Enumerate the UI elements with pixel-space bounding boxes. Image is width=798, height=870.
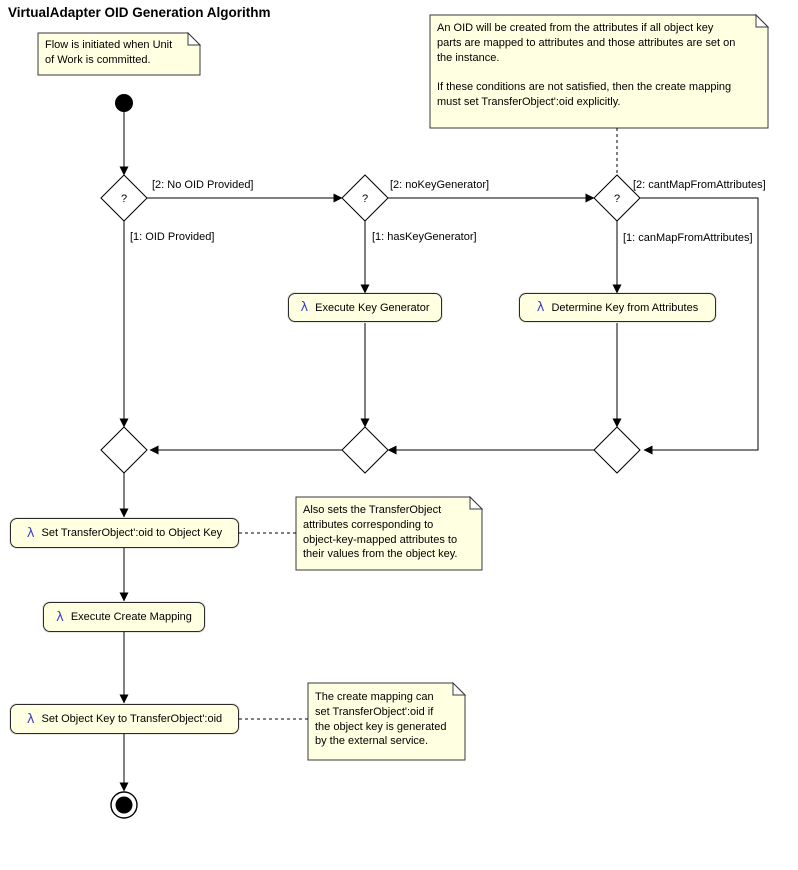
lambda-icon: λ [26, 711, 35, 727]
action-execute-create-mapping: λ Execute Create Mapping [43, 602, 205, 632]
lambda-icon: λ [300, 300, 309, 315]
page-title: VirtualAdapter OID Generation Algorithm [8, 5, 271, 20]
note-oid-creation-shape [429, 13, 770, 129]
action-execute-key-generator: λ Execute Key Generator [288, 293, 442, 322]
action-label: Execute Create Mapping [70, 611, 192, 623]
decision-question-mark: ? [362, 193, 368, 205]
guard-cant-map-from-attributes: [2: cantMapFromAttributes] [633, 179, 766, 191]
action-determine-key-from-attributes: λ Determine Key from Attributes [519, 293, 716, 322]
note-flow-shape [37, 31, 202, 76]
merge-node-3 [593, 426, 641, 474]
guard-no-oid-provided: [2: No OID Provided] [152, 179, 254, 191]
decision-map-from-attributes: ? [593, 174, 641, 222]
decision-question-mark: ? [614, 193, 620, 205]
action-label: Set Object Key to TransferObject':oid [41, 713, 223, 725]
note-flow-text: Flow is initiated when Unit of Work is c… [45, 39, 173, 66]
note-also-sets-shape [295, 495, 484, 571]
action-set-object-key-to-oid: λ Set Object Key to TransferObject':oid [10, 704, 239, 734]
action-label: Set TransferObject':oid to Object Key [41, 527, 223, 539]
merge-node-2 [341, 426, 389, 474]
note-create-mapping-shape [307, 681, 467, 761]
action-label: Determine Key from Attributes [551, 301, 699, 314]
decision-oid-provided: ? [100, 174, 148, 222]
merge-node-1 [100, 426, 148, 474]
final-node [110, 791, 138, 819]
note-oid-creation-text: An OID will be created from the attribut… [437, 22, 736, 108]
lambda-icon: λ [26, 525, 35, 541]
guard-oid-provided: [1: OID Provided] [130, 231, 215, 243]
action-set-oid-to-object-key: λ Set TransferObject':oid to Object Key [10, 518, 239, 548]
initial-node [115, 94, 133, 112]
guard-no-key-generator: [2: noKeyGenerator] [390, 179, 490, 191]
note-also-sets-text: Also sets the TransferObject attributes … [303, 504, 458, 561]
lambda-icon: λ [56, 609, 64, 625]
decision-question-mark: ? [121, 193, 127, 205]
decision-key-generator: ? [341, 174, 389, 222]
guard-can-map-from-attributes: [1: canMapFromAttributes] [623, 232, 753, 244]
action-label: Execute Key Generator [315, 301, 430, 314]
note-create-mapping-text: The create mapping can set TransferObjec… [315, 691, 447, 748]
guard-has-key-generator: [1: hasKeyGenerator] [372, 231, 477, 243]
edge-cant-map-from-attributes [640, 197, 759, 455]
lambda-icon: λ [536, 300, 545, 315]
